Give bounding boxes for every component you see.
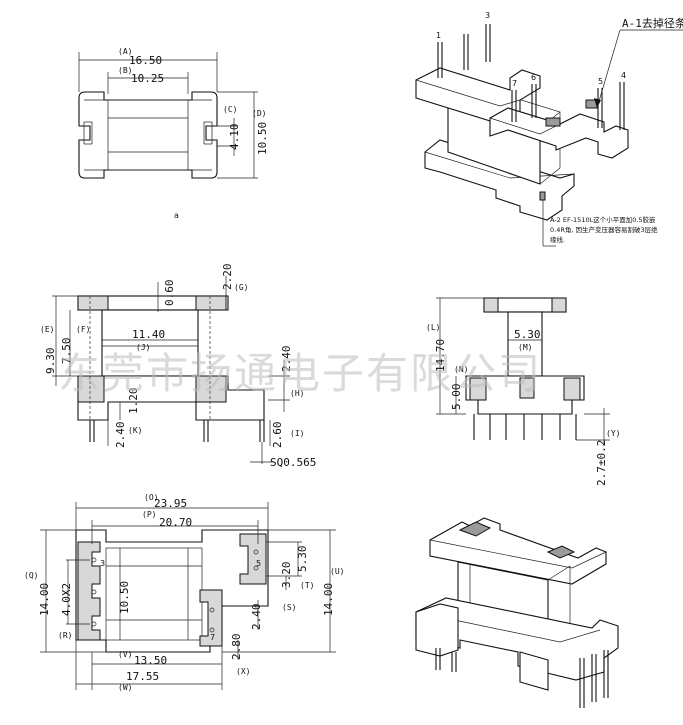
bottom-pin-label: 3 [100, 559, 105, 568]
dim-1050-value: 10.50 [118, 581, 131, 614]
dim-v-tag: (V) [118, 650, 132, 659]
dim-x-value: 2.80 [230, 634, 243, 661]
watermark: 东莞市扬通电子有限公司 [58, 349, 542, 398]
dim-w-tag: (W) [118, 683, 132, 692]
dim-i-tag: (I) [290, 429, 304, 438]
dim-o-value: 23.95 [154, 497, 187, 510]
dim-d-tag: (D) [252, 109, 266, 118]
iso-pin-label: 4 [621, 71, 626, 80]
note-a1: A-1去掉径条 [622, 16, 683, 30]
iso-pin-label: 6 [531, 73, 536, 82]
note-a2-line: 缘线. [550, 235, 565, 244]
dim-c-value: 4.10 [228, 124, 241, 151]
dim-120-value: 1.20 [127, 388, 140, 415]
iso-top-view: 1 3 7 6 5 4 A-1去掉径条 A-2 EF-1510L这个小平面加0.… [415, 11, 683, 247]
dim-u-value: 14.00 [322, 583, 335, 616]
dim-o-tag: (O) [144, 493, 158, 502]
dim-x-tag: (X) [236, 667, 250, 676]
note-a2-line: 0.4R角, 因生产变压器容易割破3层绝 [550, 225, 658, 234]
dim-j-tag: (J) [136, 343, 150, 352]
dim-sq-value: SQ0.565 [270, 456, 316, 469]
iso-pin-label: 7 [512, 79, 517, 88]
dim-h-tag: (H) [290, 389, 304, 398]
dim-n-tag: (N) [454, 365, 468, 374]
dim-v-value: 13.50 [134, 654, 167, 667]
dim-t-tag: (T) [300, 581, 314, 590]
dim-i-value: 2.60 [271, 422, 284, 449]
dim-d-value: 10.50 [256, 122, 269, 155]
dim-g-value: 2.20 [221, 264, 234, 291]
side-view: 2.20 (G) 0.60 (E) 9.30 (F) 7.50 11.40 (J… [40, 264, 316, 470]
dim-r-tag: (R) [58, 631, 72, 640]
dim-e-tag: (E) [40, 325, 54, 334]
dim-q-tag: (Q) [24, 571, 38, 580]
dim-p-value: 20.70 [159, 516, 192, 529]
note-a2-line: A-2 EF-1510L这个小平面加0.5胶嵌 [550, 215, 656, 224]
dim-n-value: 5.00 [450, 384, 463, 411]
dim-p-tag: (P) [142, 510, 156, 519]
bottom-pin-label: 5 [256, 559, 261, 568]
dim-s-tag: (S) [282, 603, 296, 612]
dim-b-value: 10.25 [131, 72, 164, 85]
svg-text:a: a [174, 211, 179, 220]
dim-w-value: 17.55 [126, 670, 159, 683]
end-view: 5.30 (M) (L) 14.70 (N) 5.00 2.7±0.2 (Y) [426, 297, 620, 486]
dim-t-value: 3.20 [280, 562, 293, 589]
dim-y-tag: (Y) [606, 429, 620, 438]
dim-h-value: 2.40 [280, 346, 293, 373]
dim-l-tag: (L) [426, 323, 440, 332]
dim-g-tag: (G) [234, 283, 248, 292]
dim-y-value: 2.7±0.2 [595, 440, 608, 486]
dim-060-value: 0.60 [163, 280, 176, 307]
iso-pin-label: 1 [436, 31, 441, 40]
dim-a-tag: (A) [118, 47, 132, 56]
dim-k-value: 2.40 [114, 422, 127, 449]
dim-f-value: 7.50 [60, 338, 73, 365]
bottom-view: 3 5 7 (O) 23.95 (P) 20.70 (Q) 14.00 4.0X… [24, 493, 344, 692]
bottom-pin-label: 7 [210, 633, 215, 642]
dim-k-tag: (K) [128, 426, 142, 435]
dim-r-value: 4.0X2 [60, 583, 73, 616]
dim-m-value: 5.30 [514, 328, 541, 341]
dim-530-value: 5.30 [296, 546, 309, 573]
dim-a-value: 16.50 [129, 54, 162, 67]
dim-e-value: 9.30 [44, 348, 57, 375]
iso-pin-label: 3 [485, 11, 490, 20]
dim-b-tag: (B) [118, 66, 132, 75]
top-view: (A) 16.50 (B) 10.25 (C) 4.10 (D) 10.50 a [78, 47, 269, 220]
dim-c-tag: (C) [223, 105, 237, 114]
dim-q-value: 14.00 [38, 583, 51, 616]
dim-m-tag: (M) [518, 343, 532, 352]
dim-f-tag: (F) [76, 325, 90, 334]
iso-bottom-view [415, 517, 619, 708]
dim-s-value: 2.40 [250, 604, 263, 631]
dim-j-value: 11.40 [132, 328, 165, 341]
dim-u-tag: (U) [330, 567, 344, 576]
dim-l-value: 14.70 [434, 339, 447, 372]
iso-pin-label: 5 [598, 77, 603, 86]
